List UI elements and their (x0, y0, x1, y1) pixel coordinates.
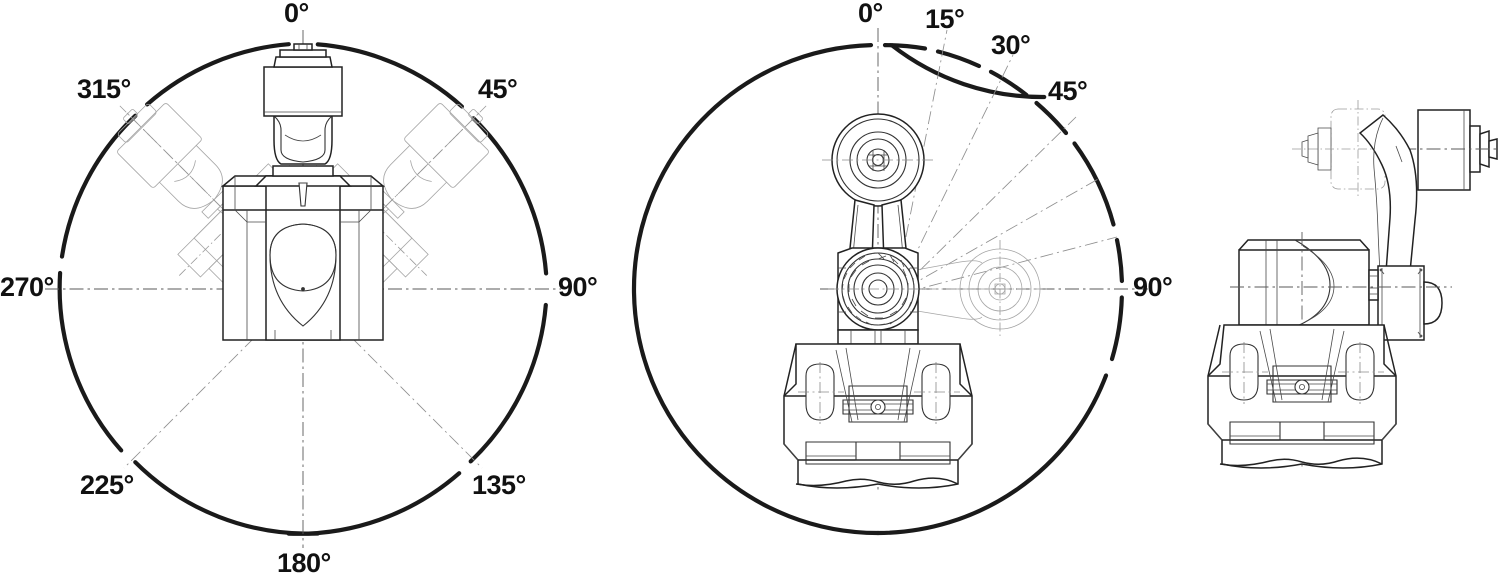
middle-angle-label-0: 0° (858, 0, 883, 28)
middle-view-group (631, 28, 1148, 536)
left-angle-label-225: 225° (80, 470, 134, 500)
middle-roller-lever-assembly (822, 113, 934, 345)
left-angle-label-0: 0° (284, 0, 309, 28)
middle-angle-label-45: 45° (1048, 76, 1088, 106)
right-actuator-head (1377, 265, 1443, 341)
right-switch-body (1207, 324, 1397, 469)
right-roller-wheel (1402, 109, 1500, 191)
middle-angle-label-90: 90° (1133, 272, 1173, 302)
right-switch-housing (1230, 232, 1452, 470)
left-angle-label-135: 135° (472, 470, 526, 500)
middle-switch-body (783, 343, 973, 489)
middle-orientation-circle (631, 43, 1124, 536)
left-angle-label-315: 315° (77, 74, 131, 104)
right-view-group (1207, 100, 1500, 470)
middle-angle-label-15: 15° (925, 4, 965, 34)
left-angle-label-180: 180° (277, 548, 331, 578)
left-angle-label-45: 45° (478, 74, 518, 104)
left-plunger-actuator-body (220, 43, 386, 341)
middle-angle-label-30: 30° (991, 30, 1031, 60)
knurl-teeth (841, 252, 915, 326)
left-view-group (45, 30, 561, 548)
right-ghost-roller (1292, 100, 1420, 198)
left-angle-label-90: 90° (558, 272, 598, 302)
left-angle-label-270: 270° (0, 272, 54, 302)
